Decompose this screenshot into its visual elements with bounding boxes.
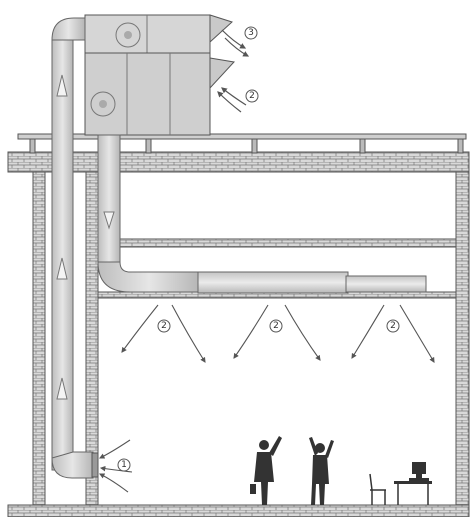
fan-icon (115, 22, 141, 48)
callout-intake-roof: 2 (245, 89, 259, 103)
callout-exhaust: 3 (244, 26, 258, 40)
svg-text:3: 3 (248, 28, 254, 38)
svg-text:2: 2 (161, 321, 167, 331)
supply-duct (97, 134, 427, 294)
up-arrow-icon (56, 377, 68, 400)
callout-return: 1 (117, 458, 131, 472)
air-handling-unit (84, 14, 235, 136)
right-wall (455, 171, 470, 506)
return-airflow (99, 439, 133, 493)
floor-slab (7, 504, 470, 517)
callout-supply-c: 2 (386, 319, 400, 333)
person-silhouette (250, 436, 282, 505)
supply-airflow (121, 304, 435, 363)
return-duct (51, 17, 99, 479)
left-wall (32, 171, 99, 506)
monitor-icon (412, 462, 426, 474)
down-arrow-icon (103, 211, 115, 230)
roof-platform (17, 133, 467, 154)
person-silhouette (309, 437, 334, 505)
roof-airflow (217, 29, 250, 113)
up-arrow-icon (56, 257, 68, 280)
up-arrow-icon (56, 74, 68, 97)
svg-text:2: 2 (249, 91, 255, 101)
svg-text:2: 2 (273, 321, 279, 331)
fan-icon (90, 91, 116, 117)
callout-supply-a: 2 (157, 319, 171, 333)
svg-text:2: 2 (390, 321, 396, 331)
callout-supply-b: 2 (269, 319, 283, 333)
svg-text:1: 1 (121, 460, 127, 470)
chair (369, 473, 386, 505)
roof-slab (7, 151, 470, 173)
desk-with-computer (394, 462, 432, 505)
